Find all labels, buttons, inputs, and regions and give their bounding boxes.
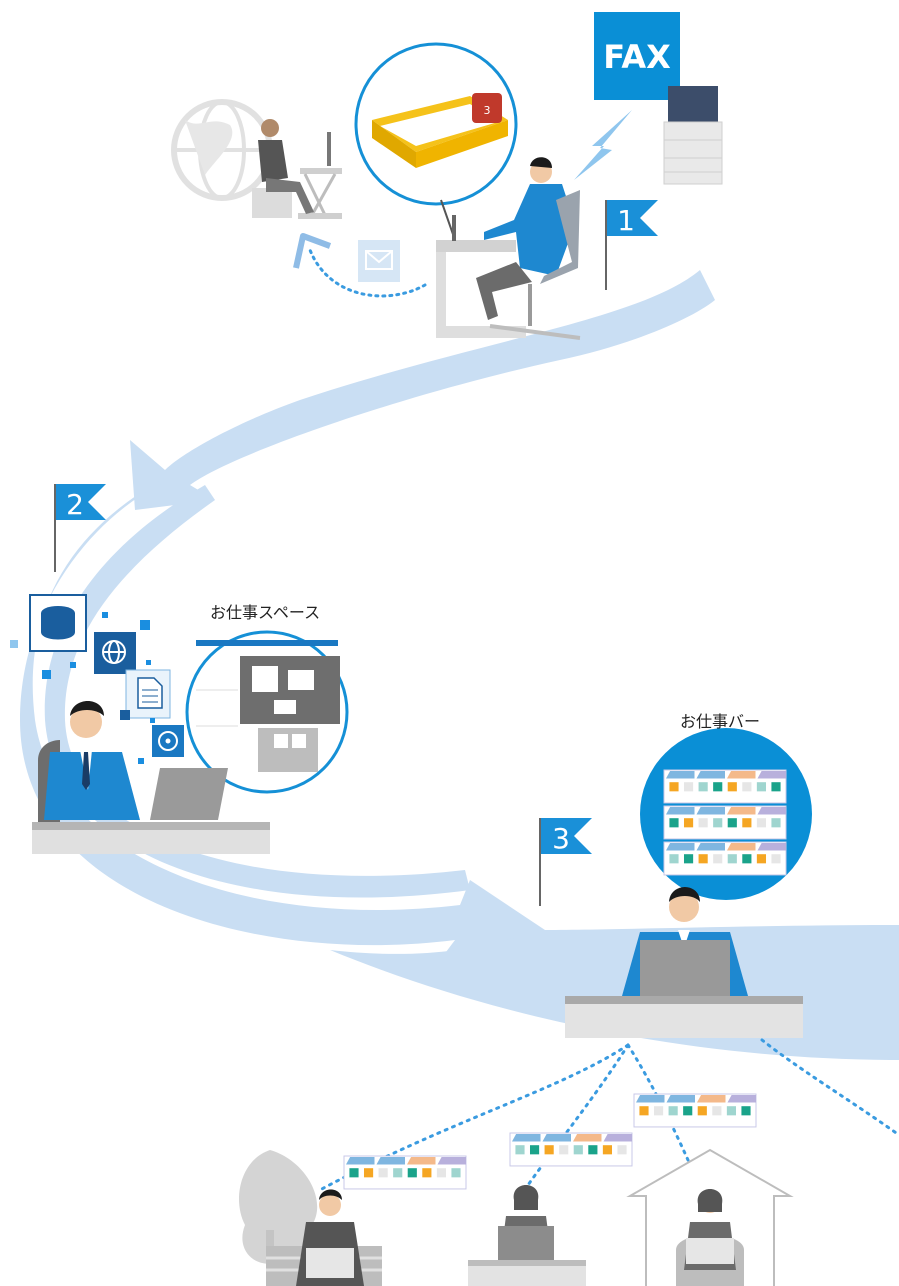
mini-workbar bbox=[509, 1132, 633, 1167]
mini-workbar bbox=[633, 1093, 757, 1128]
globe-icon bbox=[171, 99, 273, 201]
step-1-flag bbox=[605, 200, 658, 290]
workspace-label: お仕事スペース bbox=[210, 603, 321, 622]
inbox-tray-callout bbox=[354, 42, 518, 206]
home-worker bbox=[676, 1189, 744, 1286]
step-3-flag bbox=[539, 818, 592, 906]
mini-workbar bbox=[343, 1155, 467, 1190]
flow-arrow bbox=[20, 270, 899, 1060]
office-worker-top bbox=[436, 157, 581, 340]
lightning-icon bbox=[574, 110, 632, 180]
document-icon bbox=[125, 669, 171, 719]
workbar-label: お仕事バー bbox=[680, 712, 761, 731]
desk-worker bbox=[468, 1185, 586, 1286]
workbar-panel bbox=[663, 769, 787, 804]
floating-squares bbox=[10, 612, 155, 764]
step-1-number: 1 bbox=[617, 204, 635, 237]
fax-machine-icon bbox=[663, 86, 723, 185]
web-cursor-icon bbox=[94, 632, 136, 674]
workbar-panels bbox=[663, 769, 787, 876]
house-icon bbox=[626, 1148, 794, 1286]
mail-arrowhead bbox=[293, 233, 332, 269]
step-2-number: 2 bbox=[66, 488, 84, 521]
disc-icon bbox=[152, 725, 184, 757]
mini-workbars bbox=[343, 1093, 757, 1190]
workspace-callout bbox=[185, 630, 349, 794]
workbar-panel bbox=[663, 841, 787, 876]
bench-worker bbox=[266, 1189, 382, 1286]
mail-dotted-path bbox=[308, 248, 427, 298]
tray-badge-count: 3 bbox=[484, 104, 491, 117]
step-3-number: 3 bbox=[552, 822, 570, 855]
fax-sign bbox=[594, 12, 680, 100]
database-icon bbox=[29, 594, 87, 652]
workbar-panel bbox=[663, 805, 787, 840]
fax-label: FAX bbox=[603, 38, 671, 76]
remote-worker bbox=[252, 119, 342, 219]
office-worker-step-2 bbox=[32, 701, 270, 854]
mail-icon bbox=[358, 240, 400, 282]
step-2-flag bbox=[54, 484, 106, 572]
office-worker-step-3 bbox=[565, 887, 803, 1038]
